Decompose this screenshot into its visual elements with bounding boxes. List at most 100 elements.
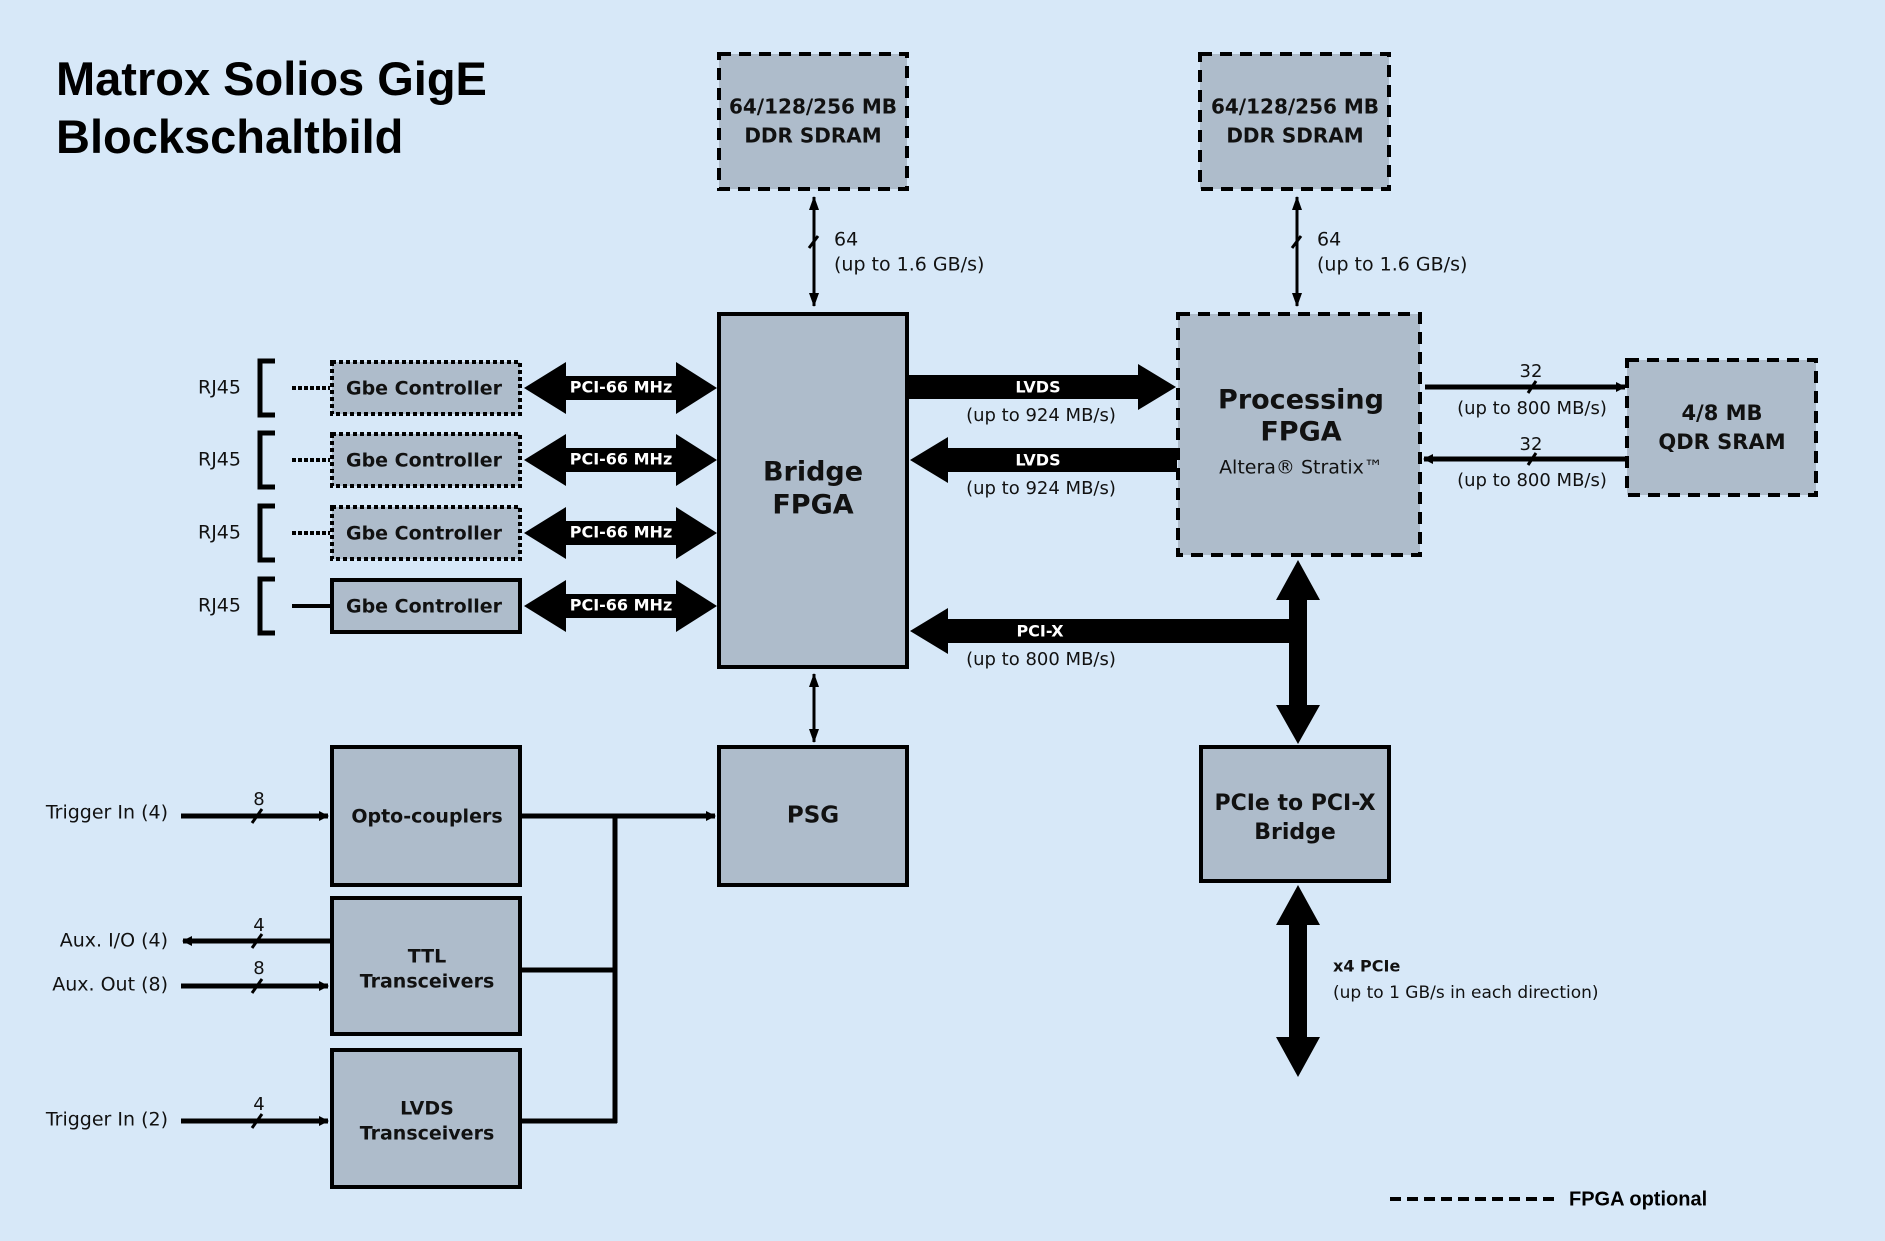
legend-label: FPGA optional: [1569, 1188, 1707, 1210]
processing-fpga-line2: FPGA: [1260, 417, 1341, 448]
rj45-connector-icon: [257, 576, 275, 636]
io-trigger-in-2: Trigger In (2) 4: [45, 1094, 329, 1131]
io-width-3: 4: [253, 1094, 264, 1115]
io-label-2: Aux. Out (8): [52, 974, 168, 996]
pcie-bridge-line2: Bridge: [1254, 820, 1336, 845]
gbe-controller-block: [330, 360, 522, 416]
rj45-port-label: RJ45: [198, 595, 241, 617]
bridge-fpga-block: Bridge FPGA: [717, 312, 909, 669]
ddr-right-rate: (up to 1.6 GB/s): [1317, 254, 1467, 276]
gbe-controller-label: Gbe Controller: [346, 523, 503, 545]
ddr-left-line1: 64/128/256 MB: [729, 95, 897, 119]
gbe-row: RJ45 Gbe Controller PCI-66 MHz: [198, 576, 717, 636]
ddr-left-width: 64: [834, 229, 858, 251]
pci-bus-arrow: [524, 434, 717, 486]
pcix-bus: PCI-X (up to 800 MB/s): [910, 608, 1290, 670]
gbe-controller-block: [330, 505, 522, 561]
psg-block: PSG: [717, 745, 909, 887]
opto-label: Opto-couplers: [351, 806, 502, 828]
pcie-host-bus: x4 PCIe (up to 1 GB/s in each direction): [1276, 885, 1599, 1077]
pci-bus-arrow: [524, 580, 717, 632]
rj45-port-label: RJ45: [198, 377, 241, 399]
pci-bus-label: PCI-66 MHz: [570, 378, 673, 397]
lvds-out-rate: (up to 924 MB/s): [966, 405, 1116, 426]
qdr-out-link: 32 (up to 800 MB/s): [1425, 361, 1626, 419]
lvds-transceivers-block: LVDS Transceivers: [330, 1048, 522, 1189]
pcix-rate: (up to 800 MB/s): [966, 649, 1116, 670]
lvds-out-name: LVDS: [1015, 378, 1060, 397]
opto-couplers-block: Opto-couplers: [330, 745, 522, 887]
gbe-controller-label: Gbe Controller: [346, 596, 503, 618]
bridge-fpga-line2: FPGA: [772, 490, 853, 521]
ttl-line1: TTL: [408, 946, 446, 968]
ddr-left-link: 64 (up to 1.6 GB/s): [807, 196, 984, 307]
ddr-right-link: 64 (up to 1.6 GB/s): [1290, 196, 1467, 307]
gbe-row: RJ45 Gbe Controller PCI-66 MHz: [198, 430, 717, 490]
rj45-connector-icon: [257, 358, 275, 418]
qdr-line1: 4/8 MB: [1681, 401, 1762, 425]
ddr-right-line1: 64/128/256 MB: [1211, 95, 1379, 119]
pcie-bridge-block: PCIe to PCI-X Bridge: [1199, 745, 1391, 883]
processing-fpga-sub: Altera® Stratix™: [1219, 457, 1383, 479]
ddr-right-line2: DDR SDRAM: [1226, 124, 1363, 148]
processing-fpga-block: Processing FPGA Altera® Stratix™: [1176, 312, 1422, 557]
rj45-port-label: RJ45: [198, 449, 241, 471]
io-aux-out-8: Aux. Out (8) 8: [52, 958, 329, 996]
qdr-out-width: 32: [1520, 361, 1543, 382]
bridge-fpga-line1: Bridge: [763, 457, 863, 488]
lvds-tx-line1: LVDS: [400, 1098, 454, 1120]
rj45-connector-icon: [257, 503, 275, 563]
qdr-sram-block: 4/8 MB QDR SRAM: [1625, 358, 1818, 497]
pcix-vertical-bus: [1276, 560, 1320, 744]
pcie-name: x4 PCIe: [1333, 957, 1400, 976]
title-line-1: Matrox Solios GigE: [56, 52, 487, 105]
io-trigger-in-4: Trigger In (4) 8: [45, 789, 329, 824]
pcix-name: PCI-X: [1016, 622, 1064, 641]
lvds-out-bus: LVDS (up to 924 MB/s): [909, 364, 1176, 426]
pci-bus-label: PCI-66 MHz: [570, 523, 673, 542]
processing-fpga-line1: Processing: [1218, 385, 1384, 416]
pcie-rate: (up to 1 GB/s in each direction): [1333, 983, 1599, 1003]
lvds-tx-line2: Transceivers: [360, 1123, 495, 1145]
qdr-out-rate: (up to 800 MB/s): [1457, 398, 1607, 419]
io-label-1: Aux. I/O (4): [60, 930, 168, 952]
qdr-in-link: 32 (up to 800 MB/s): [1423, 434, 1626, 491]
ddr-sdram-right-block: 64/128/256 MB DDR SDRAM: [1198, 52, 1391, 191]
io-label-0: Trigger In (4): [45, 802, 168, 824]
qdr-line2: QDR SRAM: [1658, 430, 1785, 454]
legend: FPGA optional: [1390, 1188, 1707, 1210]
gbe-controller-label: Gbe Controller: [346, 450, 503, 472]
io-label-3: Trigger In (2): [45, 1109, 168, 1131]
io-width-1: 4: [253, 915, 264, 936]
gbe-controller-block: [330, 578, 522, 634]
title-line-2: Blockschaltbild: [56, 110, 403, 163]
gbe-controller-block: [330, 432, 522, 488]
pci-bus-arrow: [524, 507, 717, 559]
ddr-right-width: 64: [1317, 229, 1341, 251]
psg-label: PSG: [787, 803, 839, 829]
lvds-in-name: LVDS: [1015, 451, 1060, 470]
io-width-2: 8: [253, 958, 264, 979]
ttl-line2: Transceivers: [360, 971, 495, 993]
pci-bus-label: PCI-66 MHz: [570, 450, 673, 469]
pci-bus-label: PCI-66 MHz: [570, 596, 673, 615]
pcie-bridge-line1: PCIe to PCI-X: [1214, 791, 1375, 816]
io-aux-io-4: Aux. I/O (4) 4: [60, 915, 330, 952]
gbe-row: RJ45 Gbe Controller PCI-66 MHz: [198, 503, 717, 563]
ddr-left-line2: DDR SDRAM: [744, 124, 881, 148]
pci-bus-arrow: [524, 362, 717, 414]
rj45-port-label: RJ45: [198, 522, 241, 544]
ddr-sdram-left-block: 64/128/256 MB DDR SDRAM: [717, 52, 909, 191]
rj45-connector-icon: [257, 430, 275, 490]
ddr-left-rate: (up to 1.6 GB/s): [834, 254, 984, 276]
lvds-in-rate: (up to 924 MB/s): [966, 478, 1116, 499]
gbe-controller-label: Gbe Controller: [346, 378, 503, 400]
qdr-in-rate: (up to 800 MB/s): [1457, 470, 1607, 491]
qdr-in-width: 32: [1520, 434, 1543, 455]
io-width-0: 8: [253, 789, 264, 810]
ttl-transceivers-block: TTL Transceivers: [330, 896, 522, 1036]
io-to-psg-links: [522, 811, 716, 1124]
lvds-in-bus: LVDS (up to 924 MB/s): [910, 437, 1177, 499]
